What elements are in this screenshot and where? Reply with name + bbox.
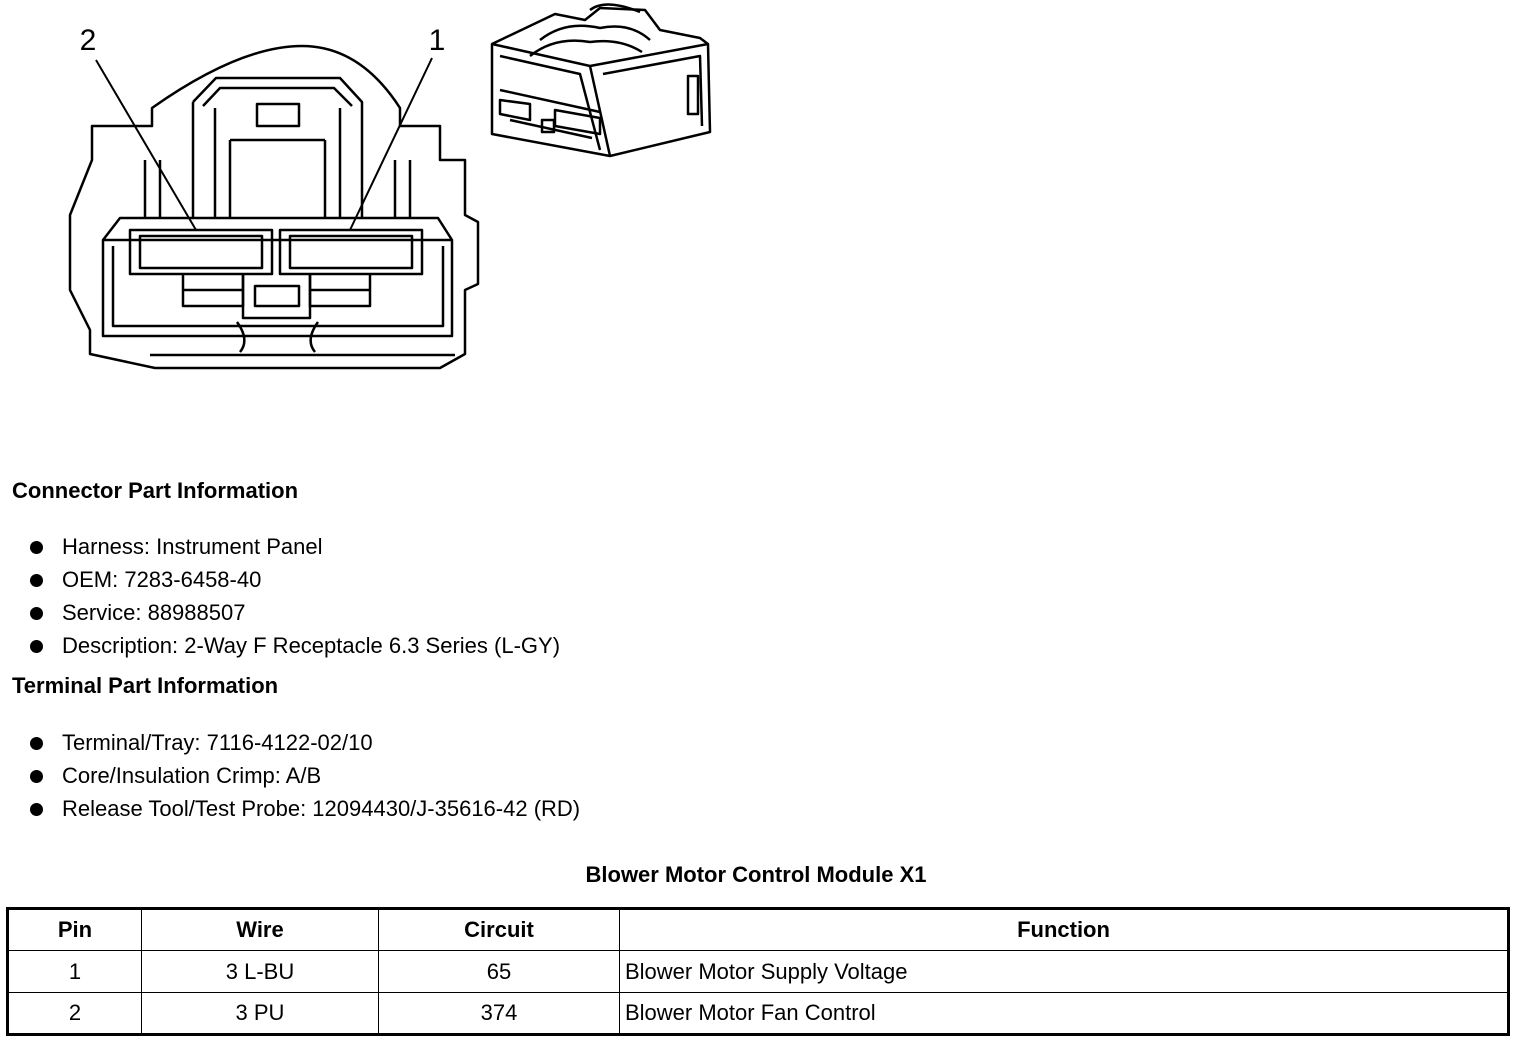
column-header-pin: Pin [7, 908, 142, 951]
table-header-row: Pin Wire Circuit Function [7, 908, 1509, 951]
cell-pin: 1 [7, 950, 142, 993]
cell-circuit: 65 [378, 950, 620, 993]
cell-pin: 2 [7, 992, 142, 1035]
list-item-text: Terminal/Tray: 7116-4122-02/10 [62, 730, 373, 755]
bullet-icon [30, 737, 43, 750]
callout-pin-2: 2 [80, 24, 97, 57]
list-item-text: Harness: Instrument Panel [62, 534, 323, 559]
callout-pin-1: 1 [429, 24, 446, 57]
terminal-part-info-heading: Terminal Part Information [12, 673, 279, 698]
bullet-icon [30, 803, 43, 816]
table-row: 1 3 L-BU 65 Blower Motor Supply Voltage [7, 950, 1509, 993]
connector-face-view [68, 44, 480, 370]
cell-circuit: 374 [378, 992, 620, 1035]
list-item-text: Release Tool/Test Probe: 12094430/J-3561… [62, 796, 581, 821]
column-header-wire: Wire [141, 908, 379, 951]
pinout-table: Pin Wire Circuit Function 1 3 L-BU 65 Bl… [6, 907, 1510, 1036]
column-header-function: Function [619, 908, 1509, 951]
bullet-icon [30, 541, 43, 554]
bullet-icon [30, 574, 43, 587]
leader-line-pin-1 [349, 57, 433, 231]
cell-wire: 3 L-BU [141, 950, 379, 993]
list-item-text: Description: 2-Way F Receptacle 6.3 Seri… [62, 633, 561, 658]
cell-wire: 3 PU [141, 992, 379, 1035]
pinout-table-title: Blower Motor Control Module X1 [585, 862, 927, 887]
connector-iso-view [490, 3, 712, 158]
cell-function: Blower Motor Fan Control [619, 992, 1509, 1035]
bullet-icon [30, 770, 43, 783]
connector-diagram: 2 1 [68, 3, 712, 370]
list-item-text: Service: 88988507 [62, 600, 246, 625]
cell-function: Blower Motor Supply Voltage [619, 950, 1509, 993]
column-header-circuit: Circuit [378, 908, 620, 951]
leader-line-pin-2 [95, 59, 197, 231]
connector-part-info-heading: Connector Part Information [12, 478, 299, 503]
bullet-icon [30, 607, 43, 620]
list-item-text: OEM: 7283-6458-40 [62, 567, 262, 592]
table-row: 2 3 PU 374 Blower Motor Fan Control [7, 992, 1509, 1035]
list-item-text: Core/Insulation Crimp: A/B [62, 763, 322, 788]
bullet-icon [30, 640, 43, 653]
